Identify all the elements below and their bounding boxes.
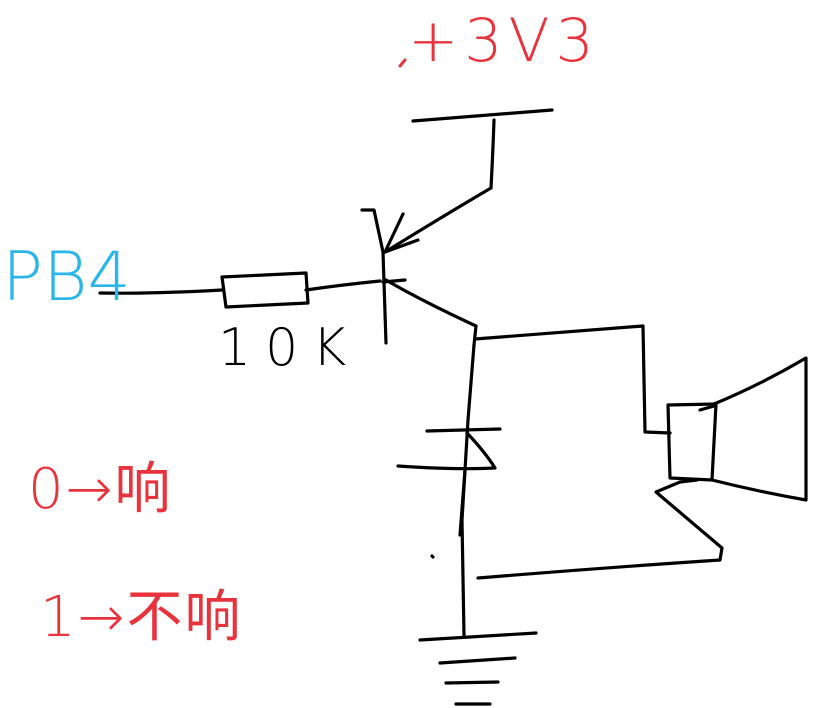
diode-triangle [396,431,497,471]
logic-note-high: 1→不响 [40,585,243,650]
base-resistor [98,271,382,309]
resistor-value-label: 10K [218,318,361,378]
supply-rail [411,108,554,190]
input-pin-label: PB4 [2,238,131,317]
emitter-arrow-icon [383,212,420,254]
supply-voltage-label: +3V3 [408,6,600,76]
decorative-strokes [398,58,407,68]
diode-cathode-bar [425,427,502,433]
speaker-icon [666,356,808,502]
ground-icon [418,554,538,706]
logic-note-low: 0→响 [28,457,173,522]
diode-and-wiring [396,324,724,638]
pnp-transistor [360,186,493,345]
